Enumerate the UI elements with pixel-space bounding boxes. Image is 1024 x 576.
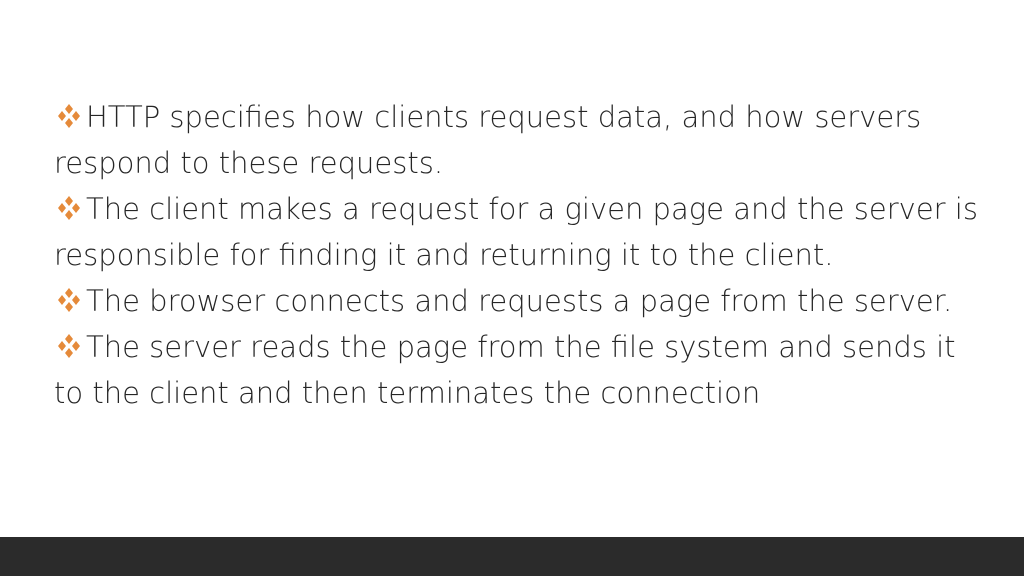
bullet-text: The server reads the page from the file … (54, 330, 956, 410)
bullet-item: HTTP specifies how clients request data,… (54, 94, 984, 186)
four-diamond-icon (58, 196, 80, 220)
bullet-item: The browser connects and requests a page… (54, 278, 984, 324)
four-diamond-icon (58, 104, 80, 128)
bullet-text: The browser connects and requests a page… (86, 284, 953, 318)
bullet-item: The client makes a request for a given p… (54, 186, 984, 278)
four-diamond-icon (58, 288, 80, 312)
bullet-item: The server reads the page from the file … (54, 324, 984, 416)
bullet-list: HTTP specifies how clients request data,… (54, 94, 984, 416)
bullet-text: HTTP specifies how clients request data,… (54, 100, 922, 180)
footer-bar (0, 537, 1024, 576)
four-diamond-icon (58, 334, 80, 358)
bullet-text: The client makes a request for a given p… (54, 192, 978, 272)
